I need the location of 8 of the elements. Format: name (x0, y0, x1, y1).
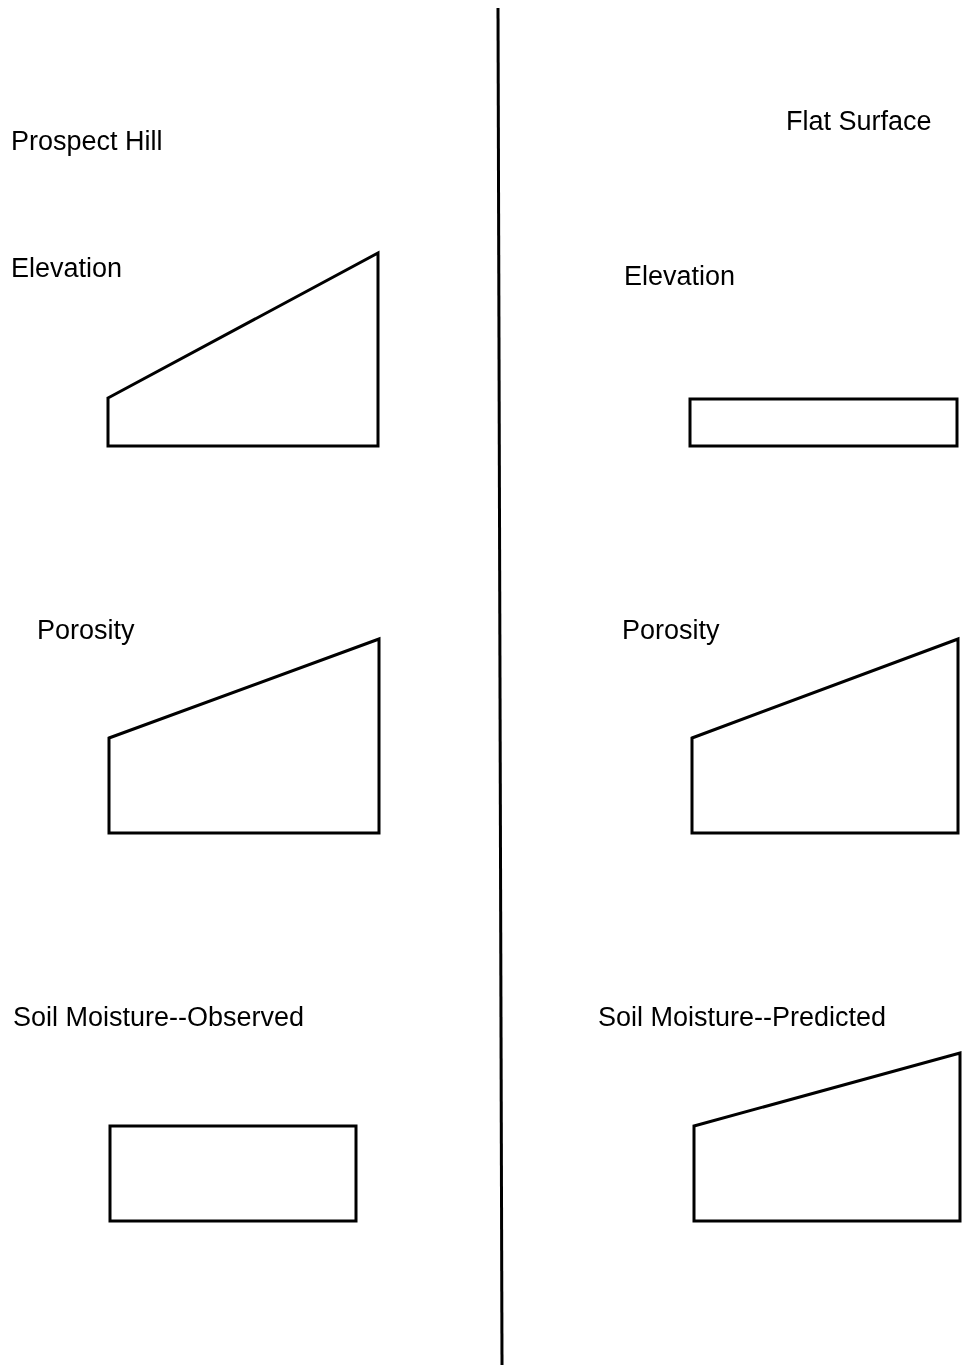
panel-title: Elevation (624, 263, 736, 290)
site-heading: Flat Surface (786, 108, 932, 135)
panel-title: Porosity (622, 617, 720, 644)
panel-title: Soil Moisture--Predicted (598, 1004, 887, 1031)
panel-title: Soil Moisture--Observed (13, 1004, 305, 1031)
site-heading: Prospect Hill (11, 128, 163, 155)
panel-title: Elevation (11, 255, 123, 282)
panel-title: Porosity (37, 617, 135, 644)
